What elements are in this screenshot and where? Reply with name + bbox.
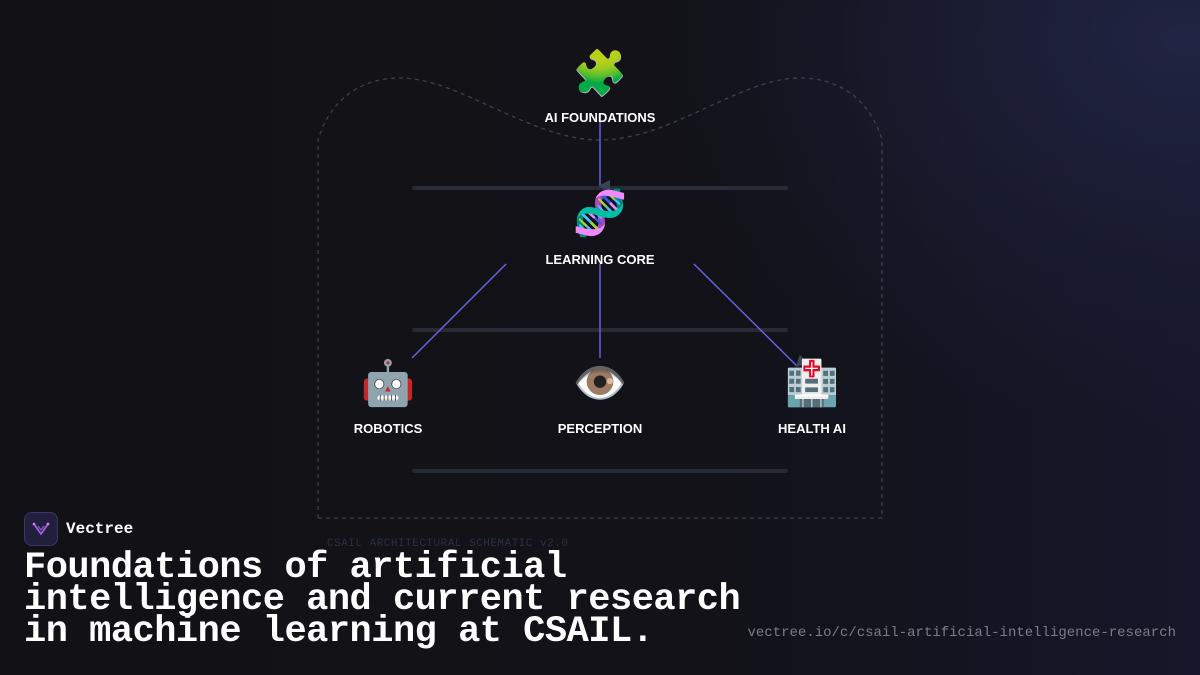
node-health-ai[interactable]: 🏥 HEALTH AI xyxy=(778,358,846,436)
page-title: Foundations of artificial intelligence a… xyxy=(24,547,741,653)
node-perception[interactable]: 👁️ PERCEPTION xyxy=(558,358,643,436)
brand-name: Vectree xyxy=(66,520,134,538)
vectree-logo-icon xyxy=(24,512,58,546)
node-label: LEARNING CORE xyxy=(545,252,654,267)
tier-bar xyxy=(412,469,788,473)
node-label: AI FOUNDATIONS xyxy=(545,110,656,125)
node-ai-foundations[interactable]: 🧩 AI FOUNDATIONS xyxy=(545,48,656,125)
node-robotics[interactable]: 🤖 ROBOTICS xyxy=(354,358,423,436)
edge-learning-core-to-health-ai xyxy=(693,263,809,368)
eye-icon: 👁️ xyxy=(573,358,628,409)
node-label: ROBOTICS xyxy=(354,421,423,436)
dna-icon: 🧬 xyxy=(573,186,628,239)
schematic-caption: CSAIL ARCHITECTURAL SCHEMATIC v2.0 xyxy=(327,538,568,550)
edge-learning-core-to-robotics xyxy=(411,263,507,359)
page-url[interactable]: vectree.io/c/csail-artificial-intelligen… xyxy=(747,625,1176,641)
node-learning-core[interactable]: 🧬 LEARNING CORE xyxy=(545,186,654,267)
schematic-frame xyxy=(317,77,883,519)
brand: Vectree xyxy=(24,512,133,546)
edges xyxy=(411,122,809,368)
hospital-icon: 🏥 xyxy=(785,358,840,409)
node-label: PERCEPTION xyxy=(558,421,643,436)
node-label: HEALTH AI xyxy=(778,421,846,436)
robot-icon: 🤖 xyxy=(361,358,416,409)
puzzle-piece-icon: 🧩 xyxy=(573,48,628,99)
